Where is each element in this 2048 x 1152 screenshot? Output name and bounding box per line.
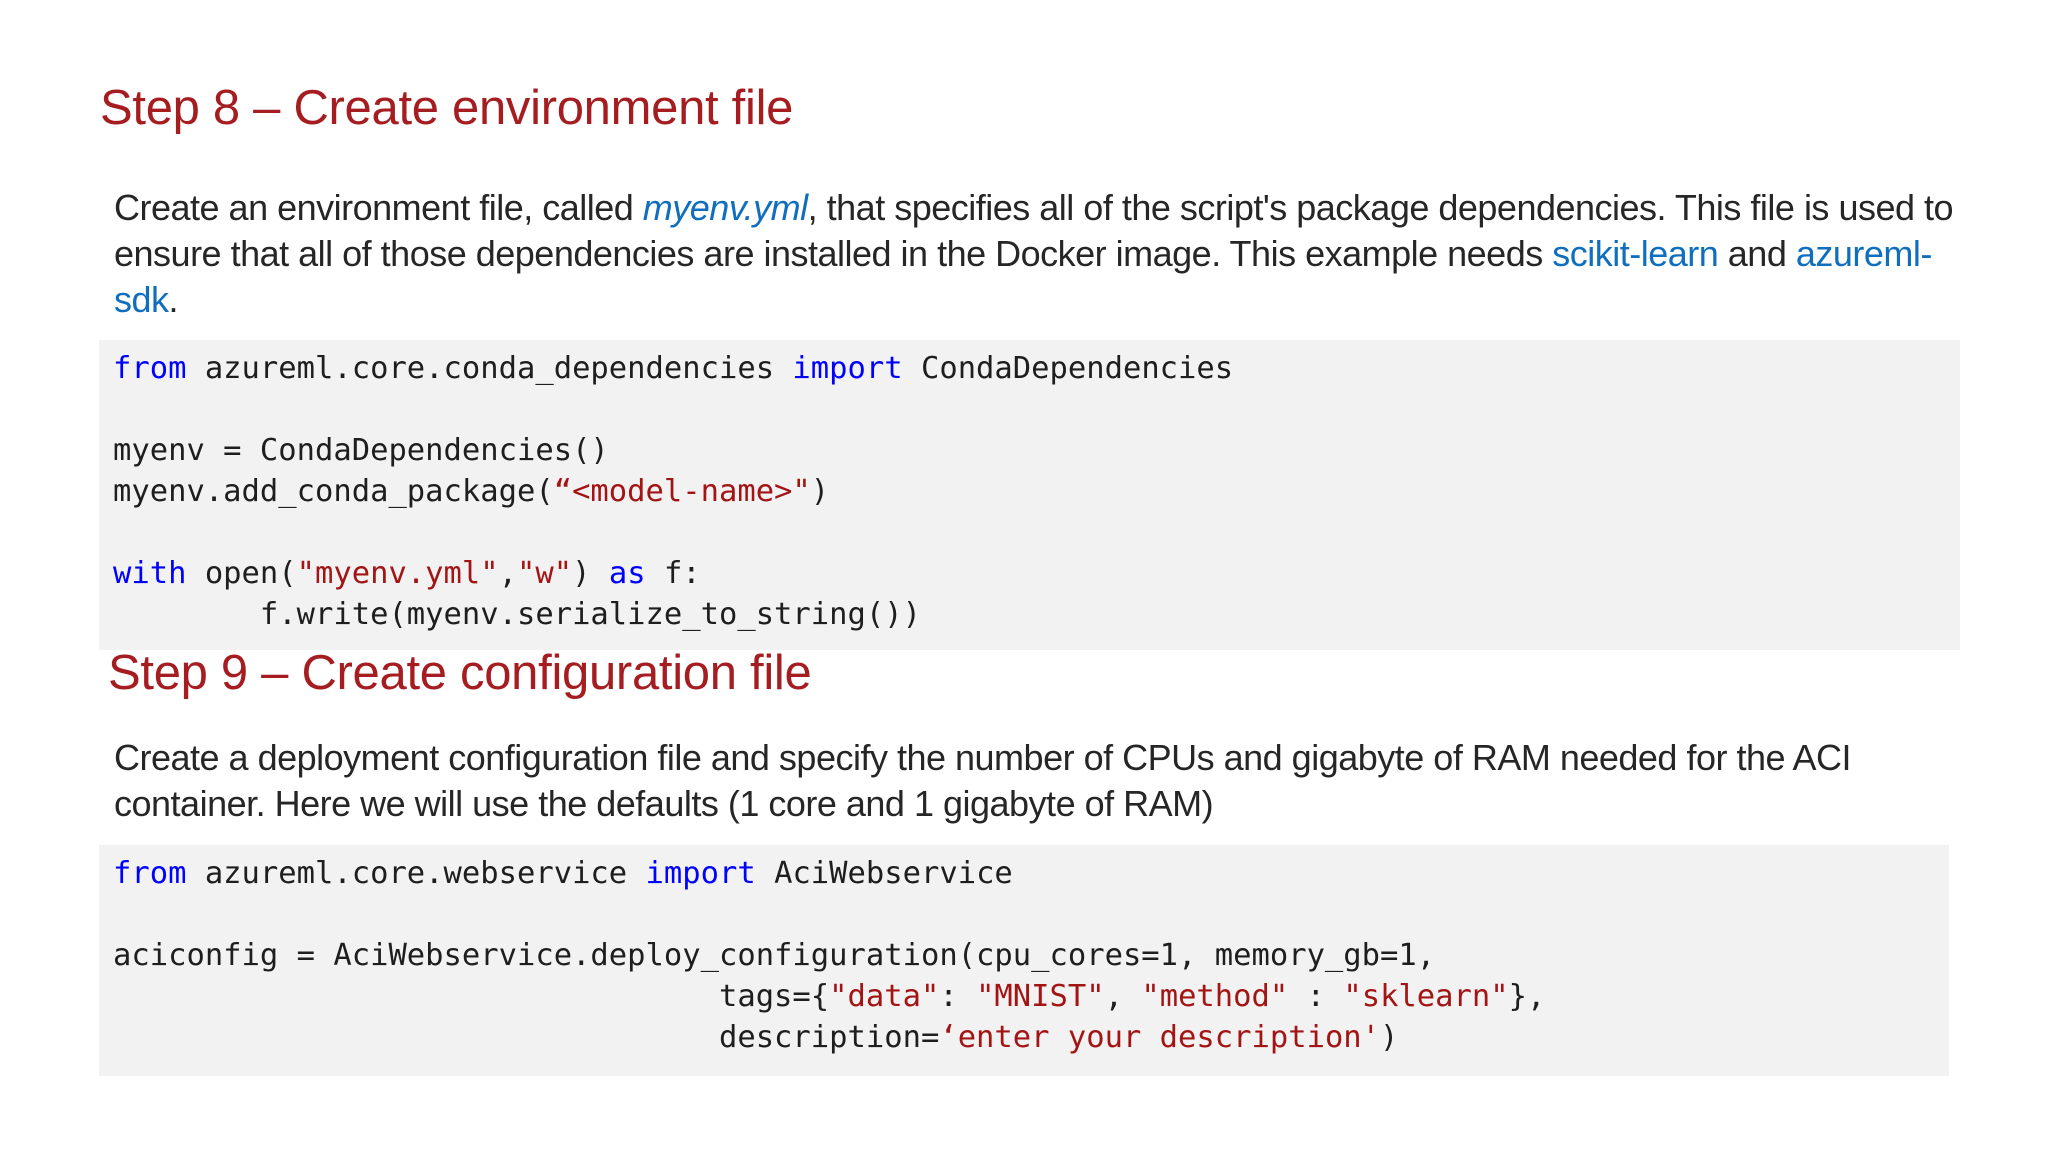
- step8-desc-text-2: , that specifies all of the script's pac…: [114, 187, 1954, 274]
- step9-code-block: from azureml.core.webservice import AciW…: [99, 845, 1949, 1076]
- code-line: aciconfig = AciWebservice.deploy_configu…: [113, 935, 1435, 976]
- code-line: from azureml.core.webservice import AciW…: [113, 853, 1013, 894]
- code-text: ,: [1104, 979, 1142, 1014]
- code-line: f.write(myenv.serialize_to_string()): [113, 594, 921, 635]
- step8-desc-text-1: Create an environment file, called: [114, 187, 643, 228]
- code-line: from azureml.core.conda_dependencies imp…: [113, 348, 1233, 389]
- code-text: CondaDependencies: [902, 351, 1234, 386]
- code-text: open(: [186, 556, 297, 591]
- keyword: import: [792, 351, 903, 386]
- filename-link[interactable]: myenv.yml: [642, 187, 808, 228]
- code-text: aciconfig = AciWebservice.deploy_configu…: [113, 938, 1436, 973]
- keyword: import: [645, 856, 756, 891]
- step8-description: Create an environment file, called myenv…: [114, 185, 1964, 323]
- scikit-learn-link[interactable]: scikit-learn: [1552, 233, 1719, 274]
- code-text: description=: [113, 1020, 940, 1055]
- string-literal: "myenv.yml": [296, 556, 499, 591]
- code-line: description=‘enter your description'): [113, 1017, 1398, 1058]
- code-text: AciWebservice: [755, 856, 1013, 891]
- keyword: as: [608, 556, 646, 591]
- string-literal: “<model-name>": [553, 474, 811, 509]
- code-line: with open("myenv.yml","w") as f:: [113, 553, 701, 594]
- code-text: ): [1380, 1020, 1399, 1055]
- code-text: azureml.core.conda_dependencies: [186, 351, 793, 386]
- code-text: f.write(myenv.serialize_to_string()): [113, 597, 921, 632]
- code-text: :: [1288, 979, 1344, 1014]
- step8-desc-text-3: and: [1718, 233, 1796, 274]
- code-text: myenv.add_conda_package(: [113, 474, 554, 509]
- keyword: from: [113, 351, 187, 386]
- azureml-sdk-link[interactable]: azureml-sdk: [114, 233, 1932, 320]
- code-line: tags={"data": "MNIST", "method" : "sklea…: [113, 976, 1545, 1017]
- step8-desc-text-4: .: [168, 279, 179, 320]
- code-text: ): [572, 556, 609, 591]
- string-literal: "w": [517, 556, 573, 591]
- code-text: f:: [645, 556, 701, 591]
- string-literal: "method": [1141, 979, 1289, 1014]
- string-literal: "MNIST": [976, 979, 1105, 1014]
- step8-code-block: from azureml.core.conda_dependencies imp…: [99, 340, 1960, 650]
- code-text: azureml.core.webservice: [186, 856, 646, 891]
- code-text: myenv = CondaDependencies(): [113, 433, 609, 468]
- code-text: ): [810, 474, 830, 509]
- step9-title: Step 9 – Create configuration file: [108, 646, 812, 700]
- code-line: myenv.add_conda_package(“<model-name>"): [113, 471, 829, 512]
- code-text: ,: [498, 556, 518, 591]
- string-literal: "data": [829, 979, 940, 1014]
- code-text: tags={: [113, 979, 830, 1014]
- keyword: from: [113, 856, 187, 891]
- string-literal: ‘enter your description': [939, 1020, 1381, 1055]
- string-literal: "sklearn": [1343, 979, 1509, 1014]
- code-text: },: [1508, 979, 1546, 1014]
- code-text: :: [939, 979, 977, 1014]
- code-line: myenv = CondaDependencies(): [113, 430, 609, 471]
- step9-description: Create a deployment configuration file a…: [114, 737, 1852, 824]
- keyword: with: [113, 556, 187, 591]
- step8-title: Step 8 – Create environment file: [100, 81, 794, 135]
